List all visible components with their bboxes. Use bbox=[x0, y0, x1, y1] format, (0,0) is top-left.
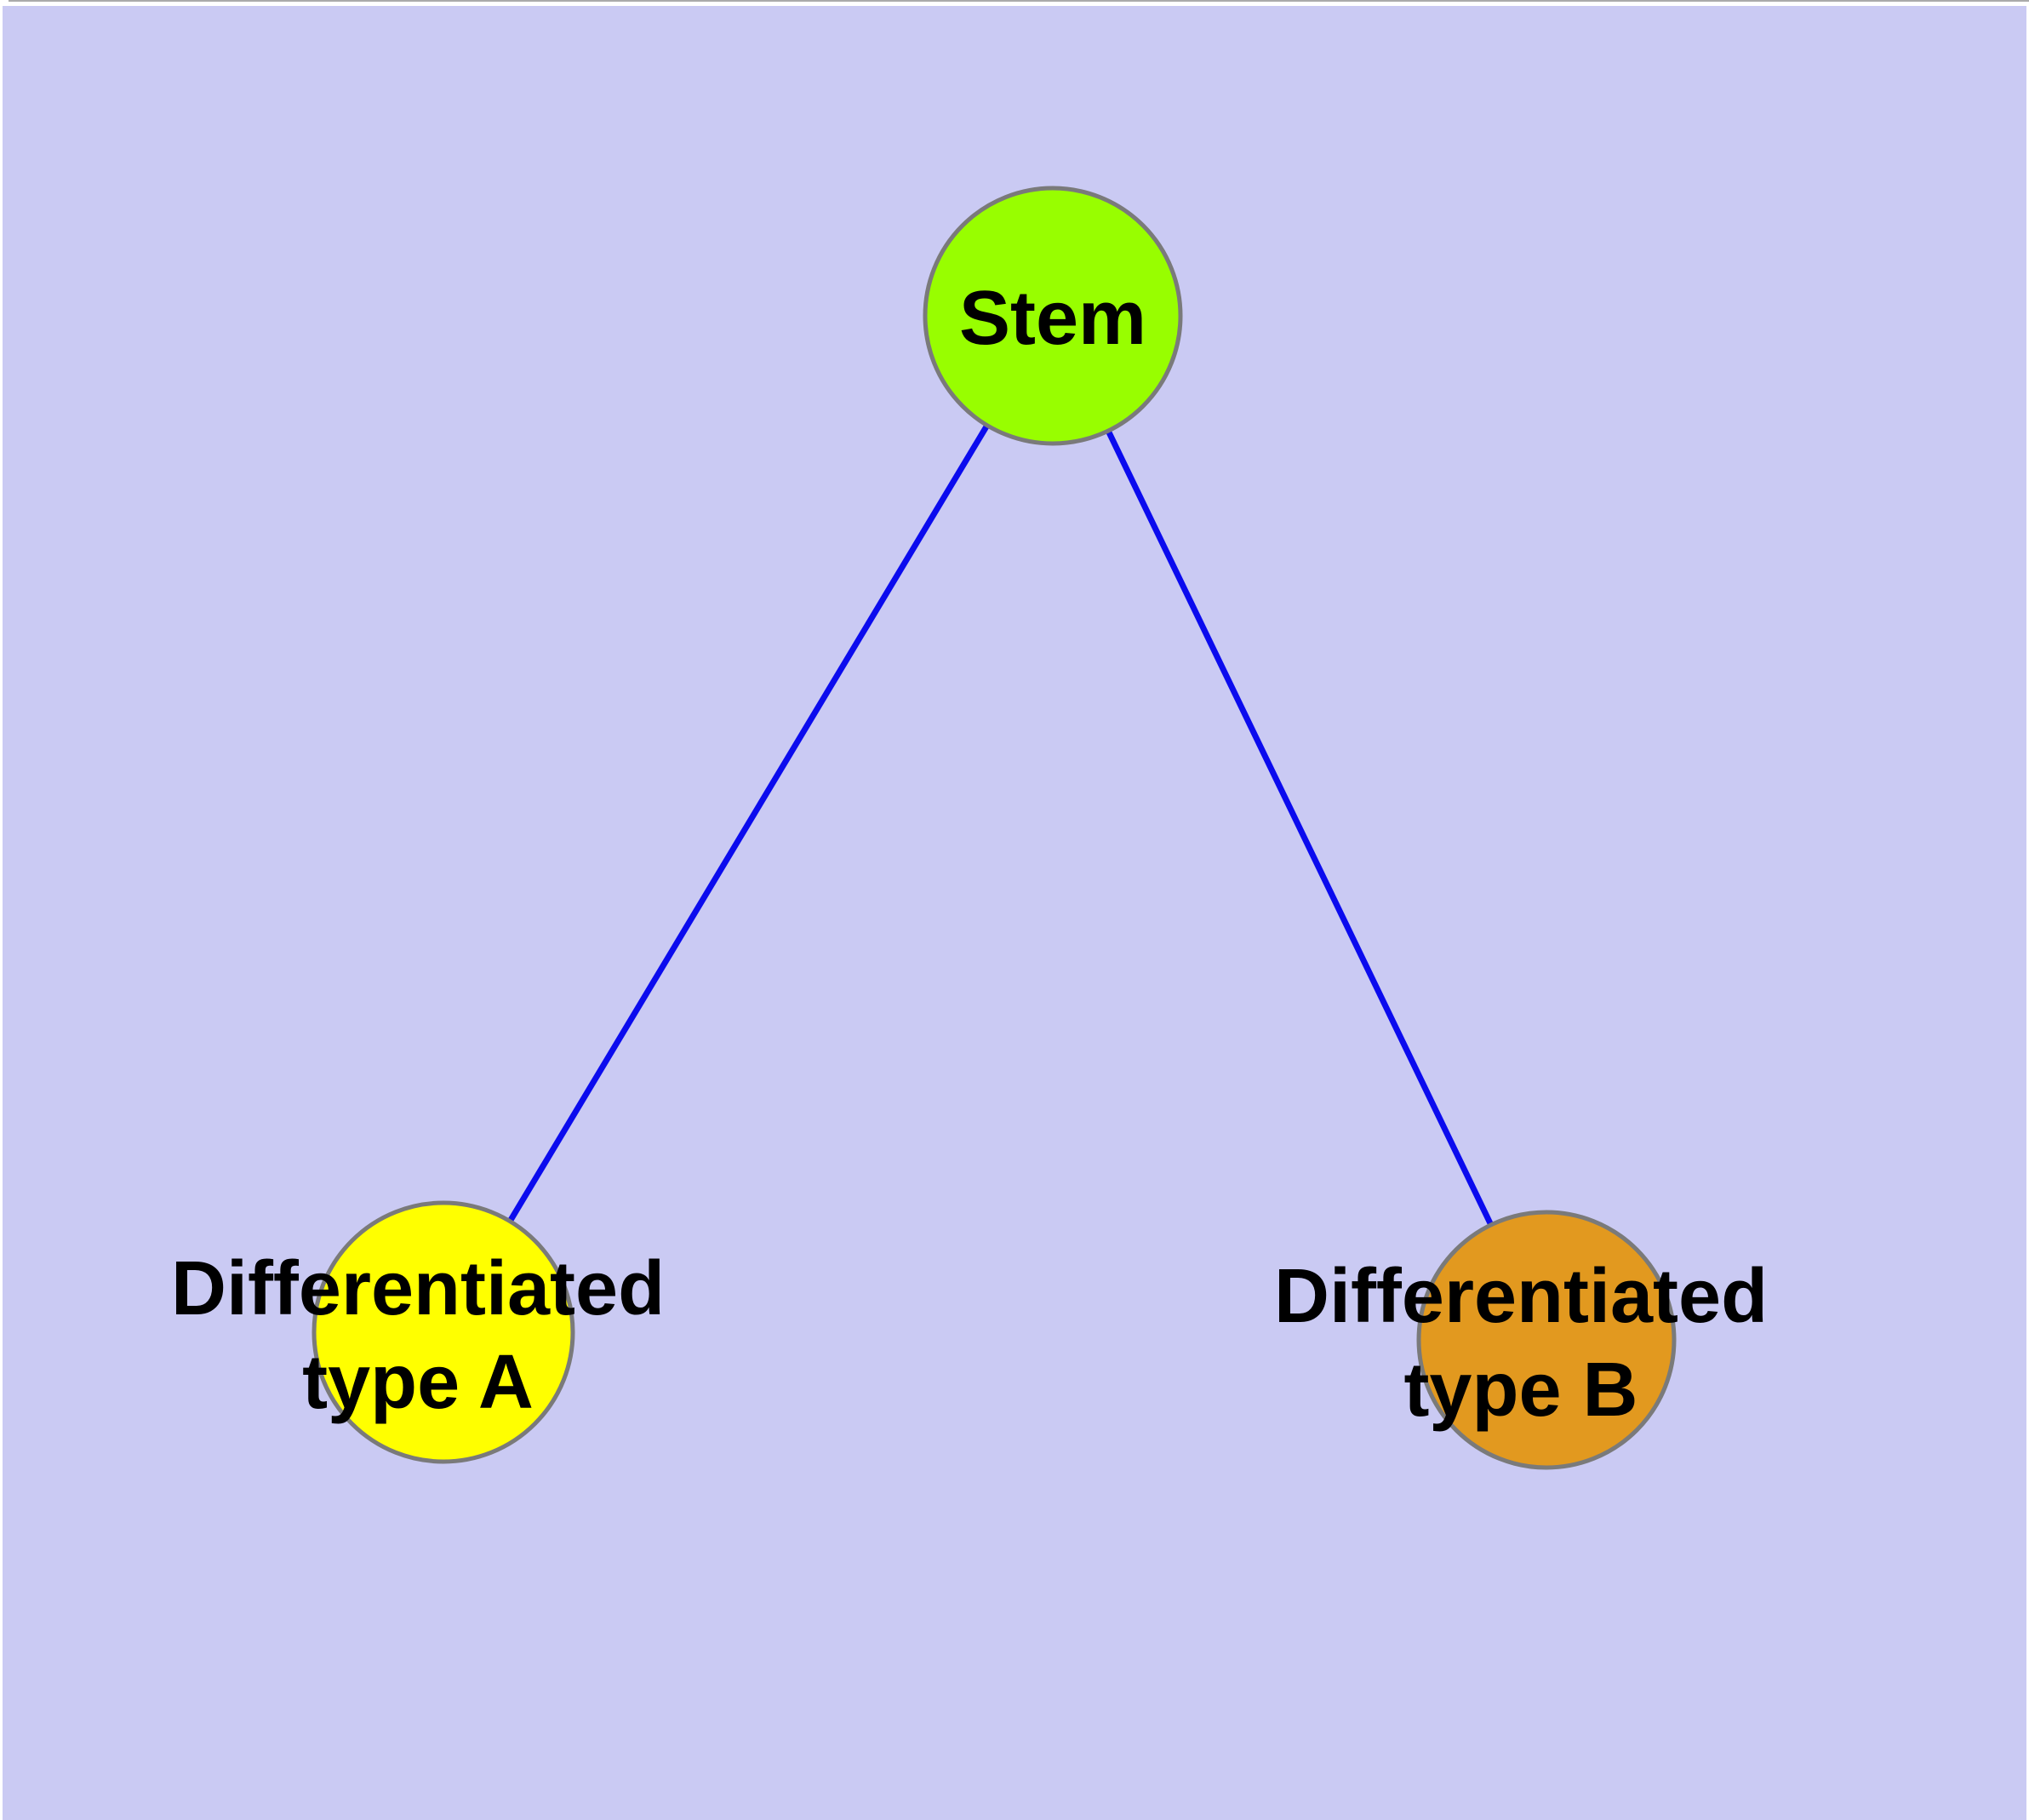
node-stem-label: Stem bbox=[959, 272, 1146, 365]
node-type-a-label: Differentiated type A bbox=[171, 1242, 665, 1429]
top-hairline bbox=[9, 0, 2029, 2]
node-type-a-label-line-2: type A bbox=[302, 1340, 534, 1425]
edge-stem-to-type-a bbox=[440, 314, 1056, 1334]
edge-stem-to-type-b bbox=[1049, 314, 1550, 1342]
node-stem-label-line: Stem bbox=[958, 276, 1147, 361]
node-type-b-label: Differentiated type B bbox=[1274, 1250, 1768, 1437]
node-type-b-label-line-2: type B bbox=[1403, 1348, 1638, 1433]
node-stem-circle bbox=[923, 186, 1183, 446]
node-type-a-label-line-1: Differentiated bbox=[170, 1246, 666, 1331]
node-type-b-label-line-1: Differentiated bbox=[1273, 1254, 1769, 1339]
node-type-b-circle bbox=[1416, 1210, 1677, 1470]
node-type-a-circle bbox=[311, 1200, 575, 1464]
